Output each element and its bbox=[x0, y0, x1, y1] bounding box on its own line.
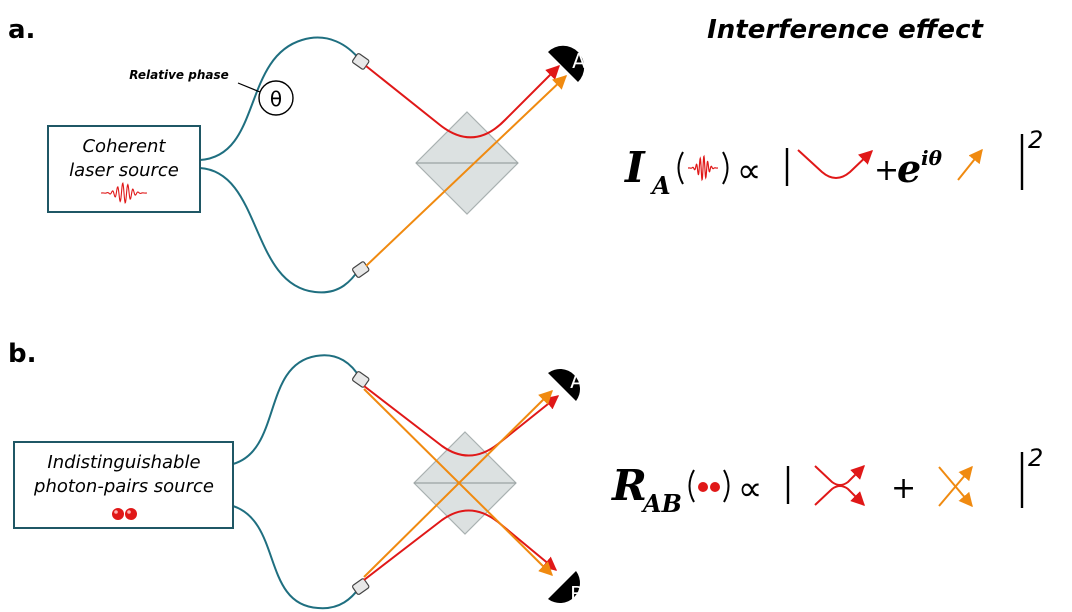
formula-a-exponent: iθ bbox=[921, 146, 943, 170]
phase-pointer bbox=[237, 82, 261, 93]
formula-a-paren-open bbox=[677, 151, 684, 185]
panel-a-label: a. bbox=[8, 15, 35, 45]
formula-b-symbol: R bbox=[611, 461, 647, 510]
phase-shifter-circle bbox=[258, 80, 294, 116]
laser-source-line1: Coherent bbox=[82, 136, 166, 157]
beam-splitter-b bbox=[413, 431, 517, 535]
fiber-coupler-bottom-b bbox=[352, 578, 370, 595]
fiber-lower-a bbox=[199, 167, 361, 294]
formula-a-power: 2 bbox=[1028, 126, 1043, 154]
formula-a-paren-close bbox=[722, 151, 729, 185]
formula-b: R AB ∝ + 2 bbox=[611, 444, 1043, 518]
formula-b-photon-icon bbox=[698, 482, 720, 492]
fiber-upper-a bbox=[199, 36, 361, 161]
photon-source-line1: Indistinguishable bbox=[47, 452, 200, 473]
panel-a-heading: Interference effect bbox=[707, 15, 984, 45]
detector-a bbox=[548, 45, 585, 82]
formula-a-plus: + bbox=[874, 153, 899, 188]
formula-b-red-lower bbox=[814, 485, 865, 506]
laser-source-line2: laser source bbox=[69, 160, 179, 181]
formula-a-red-term bbox=[797, 149, 874, 179]
formula-a-wave-icon bbox=[687, 154, 719, 182]
detector-b-bottom-label: B bbox=[570, 582, 584, 606]
beam-splitter-a bbox=[415, 111, 519, 215]
phase-label: Relative phase bbox=[129, 68, 229, 82]
formula-b-red-upper bbox=[814, 465, 865, 486]
wave-packet-icon bbox=[100, 182, 148, 204]
fiber-lower-b bbox=[232, 505, 361, 610]
red-path-a bbox=[365, 65, 560, 139]
fiber-coupler-top-b bbox=[352, 371, 370, 388]
fiber-coupler-top-a bbox=[352, 53, 370, 70]
panel-b-label: b. bbox=[8, 339, 37, 369]
formula-a-orange-term bbox=[957, 148, 983, 181]
formula-a-subscript: A bbox=[650, 171, 671, 200]
orange-path-b-up bbox=[363, 390, 553, 578]
fiber-upper-b bbox=[232, 354, 361, 465]
photon-source-line2: photon-pairs source bbox=[33, 476, 214, 497]
detector-a-label: A bbox=[572, 49, 586, 73]
formula-b-paren-open bbox=[688, 469, 695, 503]
formula-a-proportional: ∝ bbox=[737, 151, 761, 191]
formula-a-e: e bbox=[897, 146, 921, 191]
formula-b-orange-up bbox=[938, 465, 973, 507]
formula-b-paren-close bbox=[723, 469, 730, 503]
formula-b-power: 2 bbox=[1028, 444, 1043, 472]
formula-b-proportional: ∝ bbox=[738, 469, 762, 509]
orange-path-b-down bbox=[363, 388, 553, 576]
orange-path-a bbox=[365, 75, 568, 267]
detector-b-top-label: A bbox=[570, 369, 584, 393]
detector-b-bottom bbox=[548, 571, 580, 604]
photon-pair-icon bbox=[112, 508, 137, 520]
detector-b-top bbox=[548, 368, 581, 401]
formula-b-plus: + bbox=[891, 471, 916, 506]
formula-b-subscript: AB bbox=[641, 489, 682, 518]
phase-symbol: θ bbox=[270, 87, 282, 111]
formula-a: I A ∝ + e iθ 2 bbox=[624, 126, 1043, 200]
formula-a-symbol: I bbox=[624, 143, 646, 192]
